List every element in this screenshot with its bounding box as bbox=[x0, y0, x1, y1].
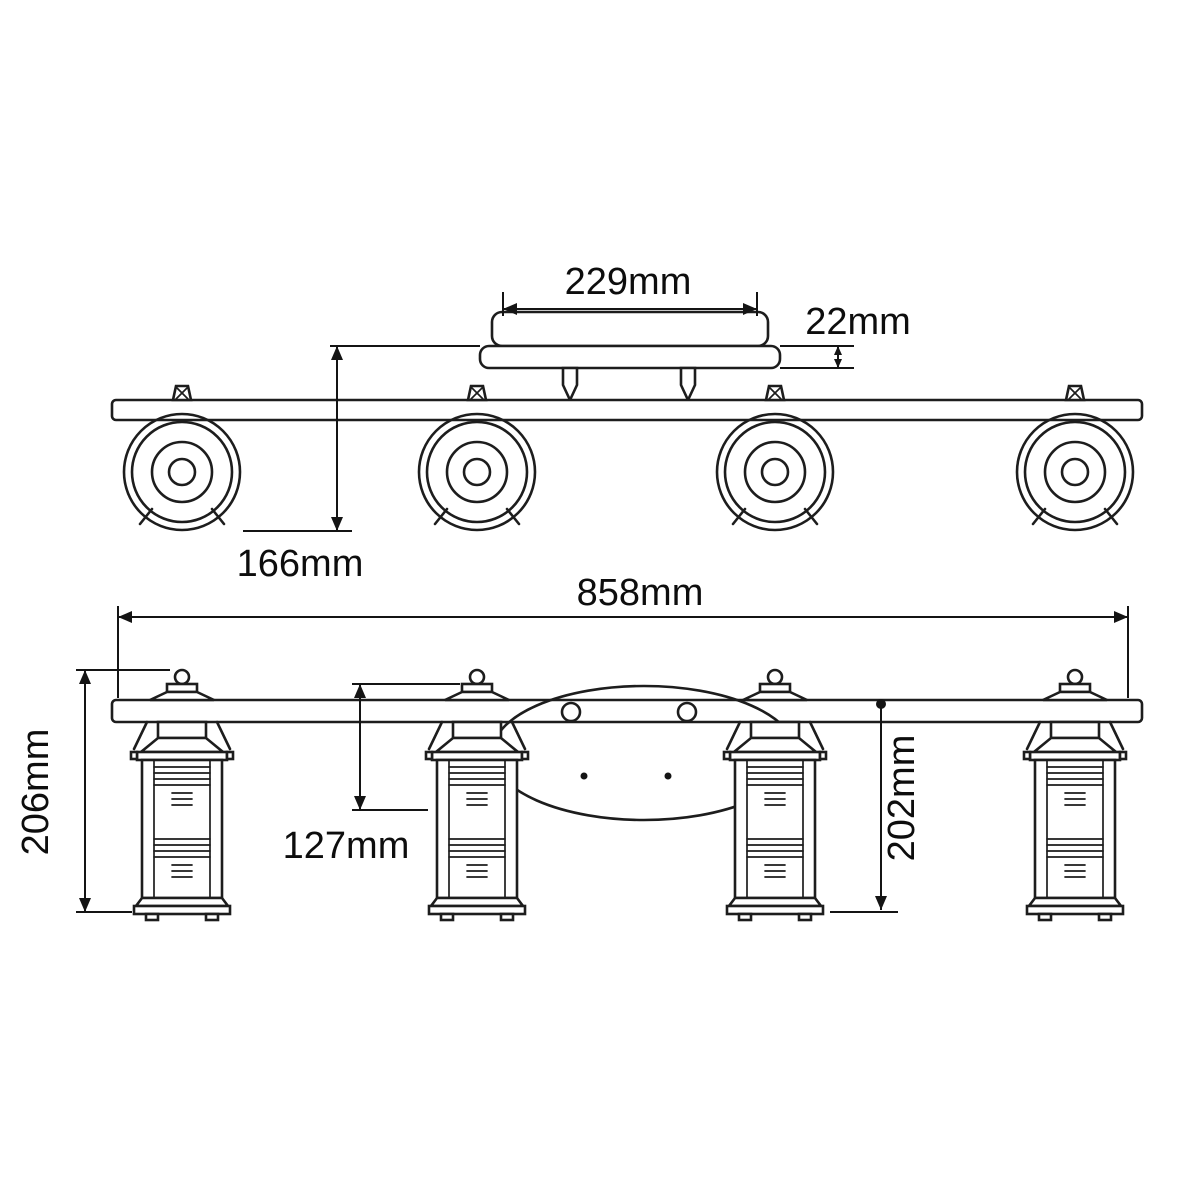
backplate-dot bbox=[664, 772, 672, 780]
top-view: 229mm 22mm 166mm bbox=[110, 261, 1144, 585]
dim-overall-height: 206mm bbox=[15, 669, 170, 913]
dim-overall-height-label: 206mm bbox=[15, 729, 57, 856]
fixture-bar-front-view bbox=[110, 698, 1144, 724]
dim-backplate-height-label: 127mm bbox=[283, 825, 410, 867]
fixture-bar-top-view bbox=[110, 398, 1144, 422]
dim-plate-width: 229mm bbox=[502, 261, 758, 316]
backplate-screw-hole bbox=[676, 701, 698, 723]
dim-plate-thickness-label: 22mm bbox=[805, 301, 911, 343]
dim-overall-width: 858mm bbox=[117, 572, 1129, 698]
dim-plate-thickness: 22mm bbox=[780, 301, 911, 369]
canopy-plate bbox=[478, 310, 782, 404]
dim-backplate-height: 127mm bbox=[283, 683, 460, 867]
dim-lantern-drop-label: 202mm bbox=[881, 735, 923, 862]
dim-lantern-drop: 202mm bbox=[830, 699, 923, 913]
mounting-pin bbox=[561, 366, 579, 404]
dim-top-depth-label: 166mm bbox=[237, 543, 364, 585]
dim-overall-width-label: 858mm bbox=[577, 572, 704, 614]
dim-top-depth: 166mm bbox=[237, 345, 480, 585]
backplate-dot bbox=[580, 772, 588, 780]
backplate-screw-hole bbox=[560, 701, 582, 723]
mounting-pin bbox=[679, 366, 697, 404]
front-view: 858mm 206mm 127mm 202mm bbox=[15, 572, 1144, 922]
dim-plate-width-label: 229mm bbox=[565, 261, 692, 303]
